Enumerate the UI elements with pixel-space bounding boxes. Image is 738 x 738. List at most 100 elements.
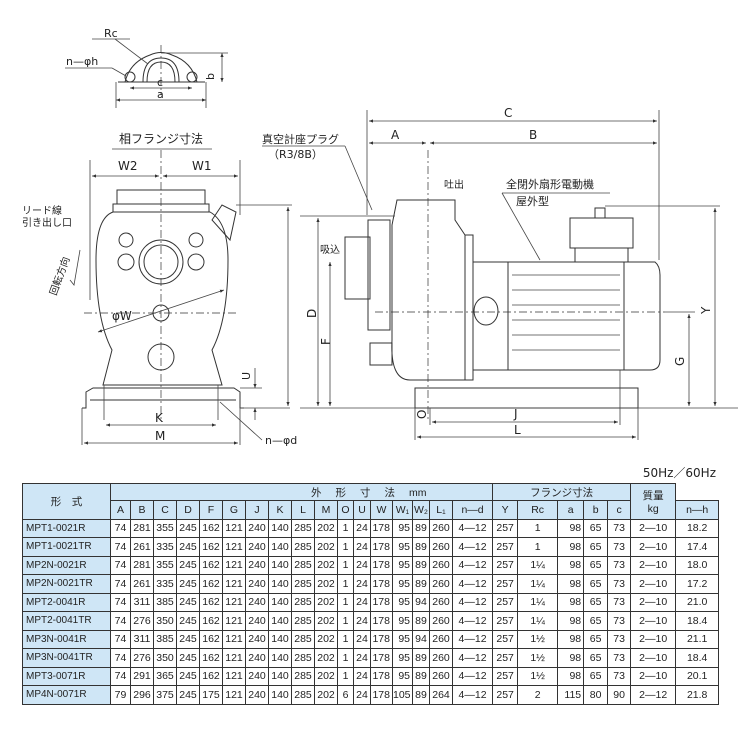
value-cell: 260 (429, 574, 453, 594)
value-cell: 285 (291, 537, 315, 557)
value-cell: 21.0 (675, 592, 720, 612)
model-cell: MP3N-0041R (22, 629, 111, 649)
value-cell: 1¼ (517, 592, 559, 612)
value-cell: 65 (583, 537, 609, 557)
value-cell: 73 (607, 537, 632, 557)
value-cell: 1½ (517, 648, 559, 668)
lead-outlet-label: 引き出し口 (22, 216, 72, 229)
value-cell: 285 (291, 518, 315, 538)
value-cell: 115 (557, 685, 585, 705)
column-header: W₂ (412, 500, 430, 520)
weight-unit: kg (647, 502, 659, 515)
side-a-label: A (391, 128, 400, 142)
value-cell: 121 (222, 555, 246, 575)
value-cell: 260 (429, 666, 453, 686)
pump-side-view: C A B 真空計座プラグ （R3/8B） 吐出 全閉外扇形電動機 屋外型 吸込 (262, 106, 738, 440)
value-cell: 245 (176, 648, 200, 668)
value-cell: 2—10 (630, 537, 677, 557)
value-cell: 285 (291, 592, 315, 612)
value-cell: 162 (199, 518, 223, 538)
rotation-direction-label: 回転方向 (47, 255, 73, 297)
value-cell: 98 (557, 537, 585, 557)
value-cell: 311 (130, 629, 154, 649)
value-cell: 296 (130, 685, 154, 705)
value-cell: 178 (370, 537, 393, 557)
side-d-label: D (305, 309, 319, 318)
value-cell: 18.2 (675, 518, 720, 538)
value-cell: 350 (153, 648, 177, 668)
value-cell: 21.8 (675, 685, 720, 705)
value-cell: 260 (429, 555, 453, 575)
value-cell: 140 (268, 574, 292, 594)
value-cell: 257 (492, 629, 519, 649)
value-cell: 260 (429, 629, 453, 649)
value-cell: 74 (110, 629, 131, 649)
value-cell: 261 (130, 537, 154, 557)
model-cell: MPT1-0021TR (22, 537, 111, 557)
value-cell: 276 (130, 611, 154, 631)
value-cell: 178 (370, 518, 393, 538)
value-cell: 4—12 (451, 648, 494, 668)
value-cell: 311 (130, 592, 154, 612)
value-cell: 95 (392, 611, 413, 631)
value-cell: 1½ (517, 666, 559, 686)
value-cell: 73 (607, 574, 632, 594)
column-header: W (370, 500, 393, 520)
value-cell: 140 (268, 685, 292, 705)
value-cell: 291 (130, 666, 154, 686)
value-cell: 89 (412, 648, 430, 668)
value-cell: 21.1 (675, 629, 720, 649)
value-cell: 2—10 (630, 574, 677, 594)
value-cell: 73 (607, 592, 632, 612)
value-cell: 74 (110, 537, 131, 557)
value-cell: 245 (176, 537, 200, 557)
value-cell: 24 (353, 537, 371, 557)
value-cell: 261 (130, 574, 154, 594)
value-cell: 2—10 (630, 592, 677, 612)
value-cell: 140 (268, 666, 292, 686)
value-cell: 24 (353, 592, 371, 612)
value-cell: 257 (492, 648, 519, 668)
value-cell: 264 (429, 685, 453, 705)
value-cell: 285 (291, 685, 315, 705)
value-cell: 162 (199, 648, 223, 668)
value-cell: 162 (199, 629, 223, 649)
value-cell: 6 (337, 685, 354, 705)
model-cell: MPT1-0021R (22, 518, 111, 538)
value-cell: 178 (370, 592, 393, 612)
front-m-label: M (155, 429, 165, 443)
value-cell: 245 (176, 629, 200, 649)
value-cell: 74 (110, 574, 131, 594)
front-phiw-label: φW (112, 309, 132, 323)
column-header: a (557, 500, 585, 520)
column-header: G (222, 500, 246, 520)
value-cell: 285 (291, 555, 315, 575)
value-cell: 240 (245, 537, 269, 557)
value-cell: 121 (222, 518, 246, 538)
side-c-label: C (504, 106, 512, 120)
value-cell: 95 (392, 555, 413, 575)
vacuum-plug-label: 真空計座プラグ (262, 132, 339, 146)
column-header: A (110, 500, 131, 520)
value-cell: 162 (199, 555, 223, 575)
value-cell: 245 (176, 611, 200, 631)
value-cell: 140 (268, 592, 292, 612)
value-cell: 202 (314, 555, 338, 575)
value-cell: 245 (176, 518, 200, 538)
value-cell: 105 (392, 685, 413, 705)
value-cell: 162 (199, 537, 223, 557)
value-cell: 65 (583, 666, 609, 686)
value-cell: 1 (337, 611, 354, 631)
value-cell: 2—10 (630, 611, 677, 631)
discharge-label: 吐出 (444, 178, 464, 191)
value-cell: 202 (314, 685, 338, 705)
value-cell: 79 (110, 685, 131, 705)
side-g-label: G (673, 357, 687, 366)
suction-label: 吸込 (320, 244, 340, 256)
column-header: F (199, 500, 223, 520)
companion-flange-view: Rc n—φh b c a 相フランジ寸法 (65, 27, 228, 150)
